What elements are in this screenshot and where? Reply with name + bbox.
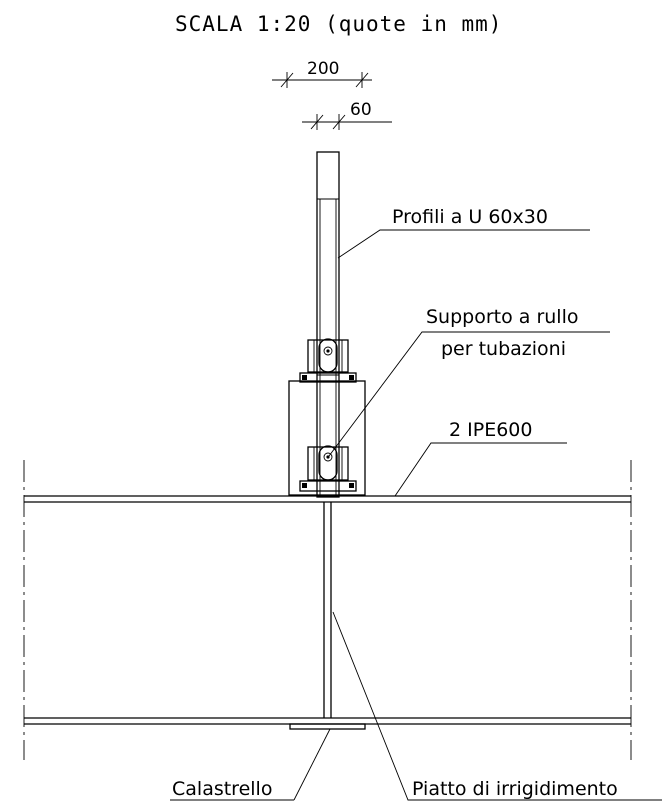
leader-beam: 2 IPE600 [394, 419, 567, 497]
batten-plate [289, 723, 366, 730]
ipe600-beam [24, 495, 631, 725]
support-bracket-box [288, 380, 366, 496]
leader-roller-support: Supporto a rullo per tubazioni [328, 306, 610, 457]
label-roller-line2: per tubazioni [441, 338, 566, 360]
label-beam: 2 IPE600 [449, 419, 532, 441]
leader-profiles: Profili a U 60x30 [337, 206, 590, 259]
stiffener-plate [323, 502, 332, 718]
drawing-title: SCALA 1:20 (quote in mm) [175, 12, 502, 36]
leader-batten: Calastrello [170, 728, 331, 801]
label-batten: Calastrello [172, 778, 272, 800]
label-stiffener: Piatto di irrigidimento [412, 778, 618, 800]
label-profiles: Profili a U 60x30 [392, 206, 548, 228]
label-roller-line1: Supporto a rullo [426, 306, 579, 328]
leader-stiffener: Piatto di irrigidimento [332, 611, 662, 801]
dimension-60: 60 [302, 100, 392, 130]
lower-roller-support [299, 445, 357, 492]
dimension-200: 200 [272, 59, 372, 88]
upper-roller-support [299, 338, 357, 383]
dimension-60-label: 60 [350, 100, 372, 120]
u-profile-column [316, 151, 340, 498]
dimension-200-label: 200 [307, 59, 339, 79]
